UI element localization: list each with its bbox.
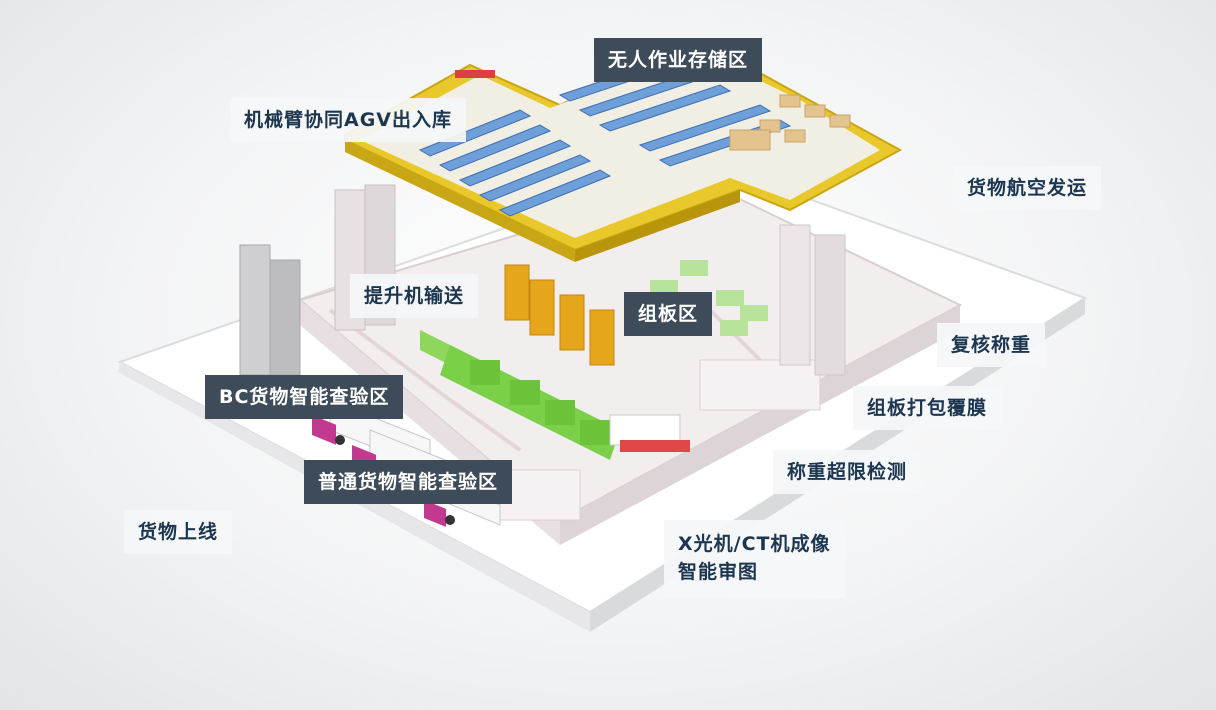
label-overweight: 称重超限检测	[773, 450, 922, 494]
label-xray-line1: X光机/CT机成像	[678, 533, 831, 555]
label-online: 货物上线	[124, 510, 233, 554]
label-air-ship: 货物航空发运	[953, 166, 1102, 210]
label-wrap: 组板打包覆膜	[853, 386, 1002, 430]
label-normal: 普通货物智能查验区	[304, 460, 513, 504]
label-storage: 无人作业存储区	[594, 38, 763, 82]
elevator-towers	[239, 184, 846, 376]
label-xray: X光机/CT机成像 智能审图	[664, 520, 845, 598]
label-recheck: 复核称重	[937, 323, 1046, 367]
label-xray-line2: 智能审图	[678, 561, 759, 583]
inspection-conveyors	[420, 330, 690, 460]
xray-machines	[504, 264, 615, 366]
mezzanine-storage	[344, 38, 903, 262]
label-bc: BC货物智能查验区	[205, 375, 404, 419]
label-pallet: 组板区	[624, 292, 713, 336]
label-agv: 机械臂协同AGV出入库	[230, 98, 467, 142]
label-lift: 提升机输送	[350, 274, 479, 318]
